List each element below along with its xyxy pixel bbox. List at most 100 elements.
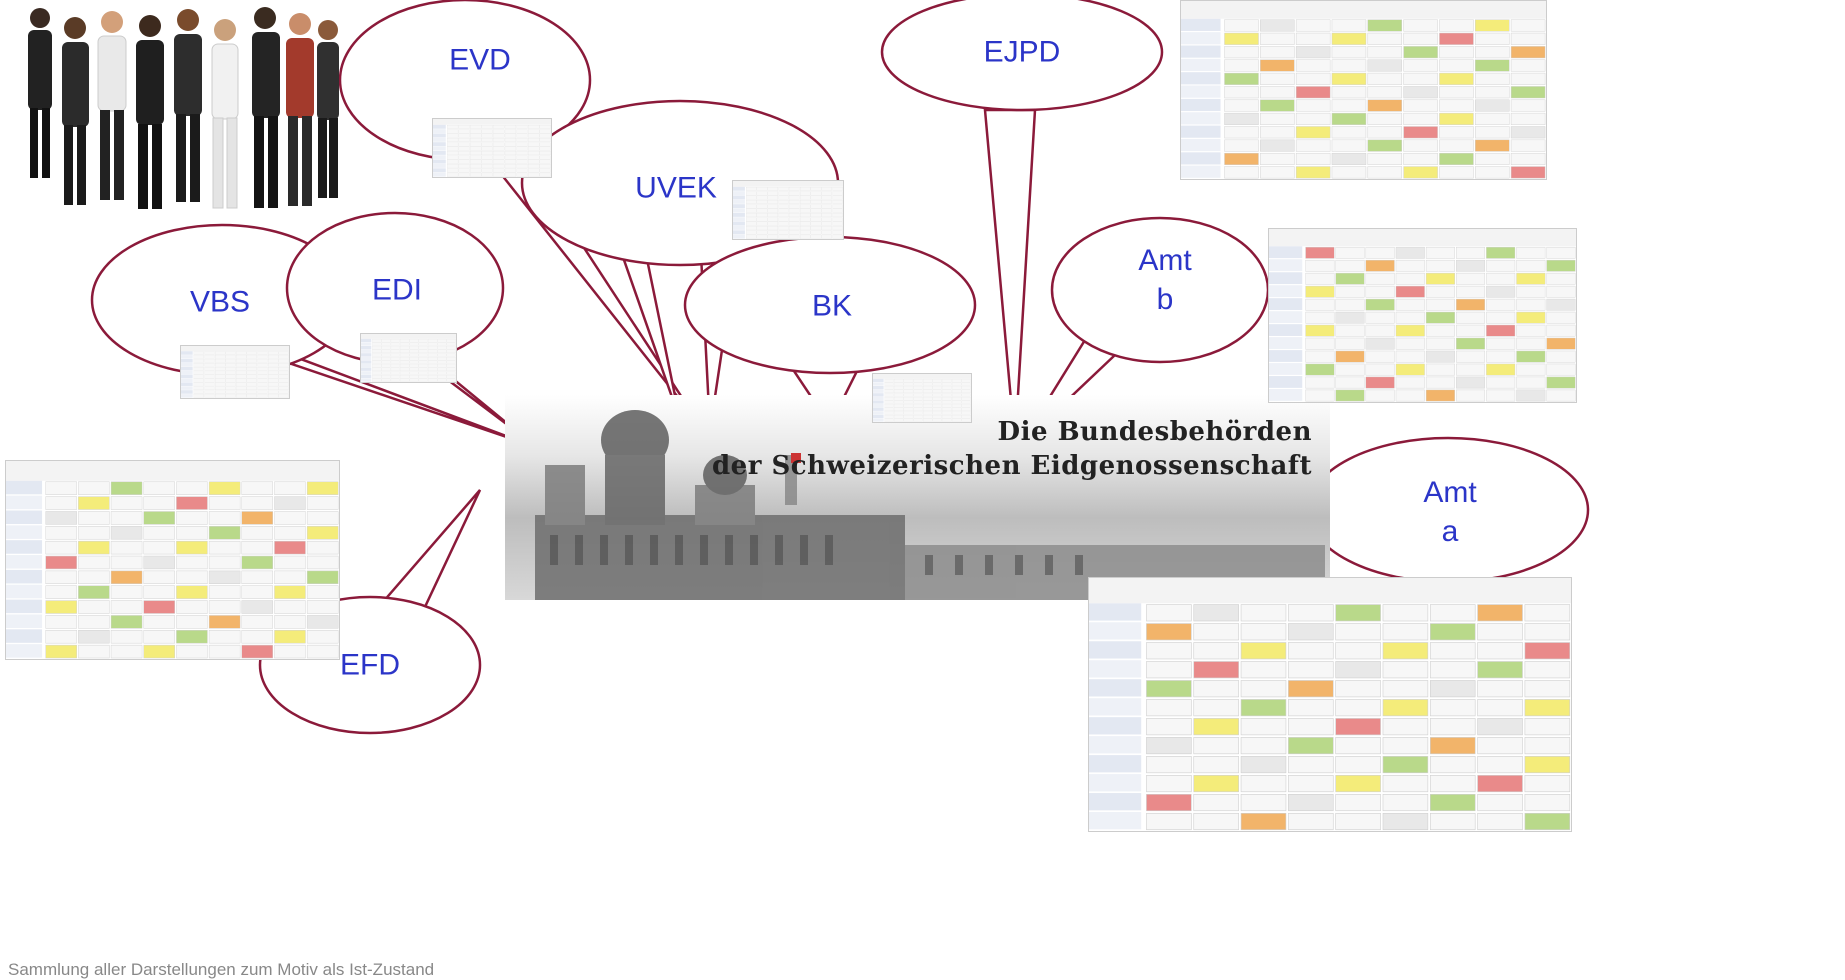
table-cell xyxy=(257,359,268,363)
table-cell xyxy=(1486,285,1516,298)
table-cell xyxy=(1439,139,1474,152)
table-cell xyxy=(236,382,247,387)
table-cell xyxy=(274,585,306,599)
table-cell xyxy=(390,338,400,343)
table-cell xyxy=(257,386,268,391)
table-cell xyxy=(372,342,382,346)
table-cell xyxy=(951,404,962,408)
table-cell xyxy=(884,396,894,401)
table-cell xyxy=(390,371,400,375)
table-cell xyxy=(800,204,811,209)
table-cell xyxy=(1429,718,1476,736)
table-cell xyxy=(923,393,933,397)
table-cell xyxy=(789,208,800,213)
table-cell xyxy=(428,342,438,346)
table-cell xyxy=(78,600,110,614)
table-row-label xyxy=(181,382,193,386)
table-cell xyxy=(1335,623,1381,641)
table-cell xyxy=(832,208,843,213)
table-cell xyxy=(903,407,914,412)
table-cell xyxy=(208,511,241,525)
table-cell xyxy=(1510,72,1546,85)
table-cell xyxy=(961,396,971,401)
table-cell xyxy=(470,151,482,156)
table-cell xyxy=(208,570,241,585)
table-cell xyxy=(409,356,419,361)
table-cell xyxy=(1146,775,1192,793)
table-cell xyxy=(1477,793,1523,812)
table-cell xyxy=(176,526,208,540)
table-cell xyxy=(1425,376,1455,389)
table-cell xyxy=(143,481,175,495)
table-row-label xyxy=(1089,698,1142,716)
table-row-label xyxy=(181,362,193,367)
table-cell xyxy=(516,172,528,177)
amt-a-label: Amt a xyxy=(1410,473,1490,551)
table-cell xyxy=(446,364,456,368)
table-row-label xyxy=(1181,32,1221,45)
table-cell xyxy=(767,213,779,218)
table-cell xyxy=(1439,46,1474,59)
table-cell xyxy=(1224,32,1259,45)
table-cell xyxy=(1224,99,1259,112)
table-cell xyxy=(756,213,768,218)
table-cell xyxy=(913,400,923,404)
table-cell xyxy=(1429,699,1476,717)
table-cell xyxy=(1456,246,1486,259)
table-cell xyxy=(143,511,175,525)
table-cell xyxy=(1395,259,1425,272)
table-cell xyxy=(1335,272,1365,285)
table-cell xyxy=(767,217,779,222)
table-cell xyxy=(1546,324,1576,337)
table-cell xyxy=(493,164,505,169)
table-cell xyxy=(778,230,789,235)
table-row-label xyxy=(6,584,43,599)
table-cell xyxy=(193,378,204,383)
table-row-label xyxy=(433,172,446,177)
table-cell xyxy=(942,396,952,401)
table-cell xyxy=(1477,737,1523,755)
table-cell xyxy=(1382,680,1429,698)
table-cell xyxy=(241,585,274,599)
table-cell xyxy=(789,195,800,200)
table-cell xyxy=(913,386,923,390)
table-row-label xyxy=(181,351,193,355)
table-cell xyxy=(418,356,428,361)
table-row-label xyxy=(361,353,372,357)
table-cell xyxy=(1305,389,1335,402)
table-cell xyxy=(778,213,789,218)
table-cell xyxy=(110,644,143,659)
table-cell xyxy=(246,370,257,375)
table-header xyxy=(361,334,456,339)
table-cell xyxy=(225,382,236,387)
table-cell xyxy=(409,338,419,343)
table-cell xyxy=(1510,126,1546,139)
table-cell xyxy=(932,378,942,383)
table-cell xyxy=(789,187,800,191)
table-cell xyxy=(381,349,391,354)
table-cell xyxy=(1510,99,1546,112)
table-cell xyxy=(241,644,274,659)
table-cell xyxy=(1510,139,1546,152)
table-cell xyxy=(409,364,419,368)
table-cell xyxy=(923,386,933,390)
table-cell xyxy=(143,600,175,614)
table-cell xyxy=(278,374,289,379)
table-cell xyxy=(832,230,843,235)
amt-b-label: Amt b xyxy=(1125,241,1205,319)
amt-b-label-line2: b xyxy=(1156,283,1174,316)
table-cell xyxy=(1516,350,1546,363)
matrix-table-thumbnail xyxy=(1180,0,1547,180)
table-cell xyxy=(1305,285,1335,298)
table-cell xyxy=(1524,604,1571,622)
table-cell xyxy=(1456,259,1486,272)
table-cell xyxy=(481,159,493,164)
table-cell xyxy=(1335,311,1365,324)
table-cell xyxy=(110,555,143,570)
table-cell xyxy=(1305,324,1335,337)
table-cell xyxy=(268,394,279,398)
table-cell xyxy=(1240,812,1287,831)
table-cell xyxy=(778,221,789,226)
table-cell xyxy=(268,351,279,355)
table-cell xyxy=(1335,775,1381,793)
